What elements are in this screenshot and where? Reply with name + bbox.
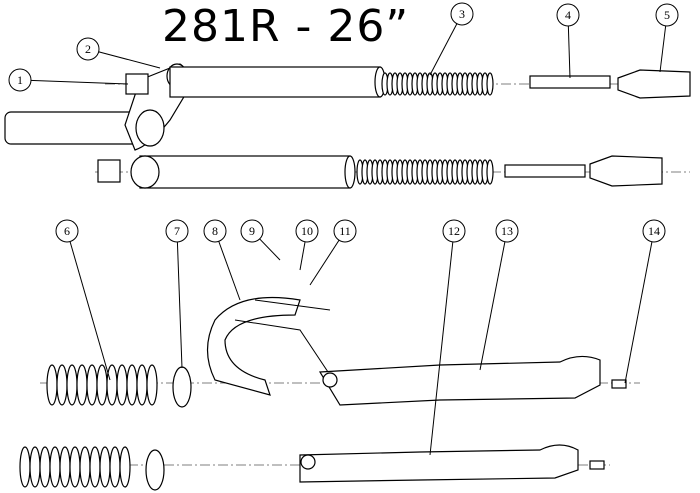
brace-arch — [206, 296, 341, 396]
boot-fold — [59, 446, 71, 488]
boot-fold — [19, 446, 31, 488]
leader-line — [429, 230, 455, 456]
callout-label: 7 — [174, 224, 180, 238]
callout-label: 3 — [459, 7, 465, 21]
leader-line — [176, 230, 183, 369]
callout-1: 1 — [8, 68, 32, 92]
callout-8: 8 — [203, 219, 227, 243]
boot-fold — [119, 446, 131, 488]
boot-fold — [106, 364, 118, 406]
callout-label: 10 — [301, 224, 313, 238]
callout-label: 6 — [64, 224, 70, 238]
callout-circle — [55, 219, 79, 243]
callout-label: 1 — [17, 73, 23, 87]
callout-circle — [76, 37, 100, 61]
callout-5: 5 — [655, 3, 679, 27]
callout-label: 9 — [249, 224, 255, 238]
boot-fold — [99, 446, 111, 488]
callout-label: 8 — [212, 224, 218, 238]
callout-circle — [556, 3, 580, 27]
callout-9: 9 — [240, 219, 264, 243]
leader-line — [19, 79, 129, 85]
boot-fold — [116, 364, 128, 406]
callout-label: 11 — [339, 224, 351, 238]
callout-circle — [203, 219, 227, 243]
callout-circle — [295, 219, 319, 243]
callout-13: 13 — [495, 219, 519, 243]
callout-circle — [8, 68, 32, 92]
callout-circle — [450, 2, 474, 26]
boot-fold — [66, 364, 78, 406]
diagram-title: 281R - 26” — [162, 1, 410, 52]
callout-label: 5 — [664, 8, 670, 22]
callout-2: 2 — [76, 37, 100, 61]
callout-label: 4 — [565, 8, 571, 22]
leader-line — [87, 48, 161, 69]
callout-4: 4 — [556, 3, 580, 27]
seals — [145, 366, 192, 491]
springs — [356, 72, 494, 185]
boot-fold — [96, 364, 108, 406]
rods — [504, 69, 691, 187]
callout-circle — [495, 219, 519, 243]
callout-circle — [642, 219, 666, 243]
boot-fold — [69, 446, 81, 488]
boot-fold — [86, 364, 98, 406]
boot-fold — [29, 446, 41, 488]
leader-line — [214, 230, 241, 301]
callout-10: 10 — [295, 219, 319, 243]
leader-line — [479, 230, 508, 371]
callout-circle — [333, 219, 357, 243]
boot-fold — [109, 446, 121, 488]
leader-line — [66, 230, 111, 381]
boot-fold — [56, 364, 68, 406]
callout-7: 7 — [165, 219, 189, 243]
callout-circle — [165, 219, 189, 243]
callout-label: 14 — [648, 224, 660, 238]
boot-fold — [89, 446, 101, 488]
callout-11: 11 — [333, 219, 357, 243]
spring-coil — [486, 72, 494, 96]
dust-boots — [19, 364, 158, 488]
leader-line — [624, 230, 655, 384]
boot-fold — [76, 364, 88, 406]
callout-circle — [655, 3, 679, 27]
callout-6: 6 — [55, 219, 79, 243]
crown-steerer — [4, 63, 188, 151]
callout-circle — [442, 219, 466, 243]
boot-fold — [49, 446, 61, 488]
callout-label: 2 — [85, 42, 91, 56]
callout-12: 12 — [442, 219, 466, 243]
callout-14: 14 — [642, 219, 666, 243]
boot-fold — [136, 364, 148, 406]
boot-fold — [39, 446, 51, 488]
boot-fold — [79, 446, 91, 488]
lower-legs — [299, 355, 627, 483]
spring-coil — [486, 159, 494, 185]
boot-fold — [46, 364, 58, 406]
callout-label: 12 — [448, 224, 460, 238]
callout-circle — [240, 219, 264, 243]
boot-fold — [126, 364, 138, 406]
upper-tubes — [97, 66, 386, 189]
callout-3: 3 — [450, 2, 474, 26]
callout-label: 13 — [501, 224, 513, 238]
boot-fold — [146, 364, 158, 406]
